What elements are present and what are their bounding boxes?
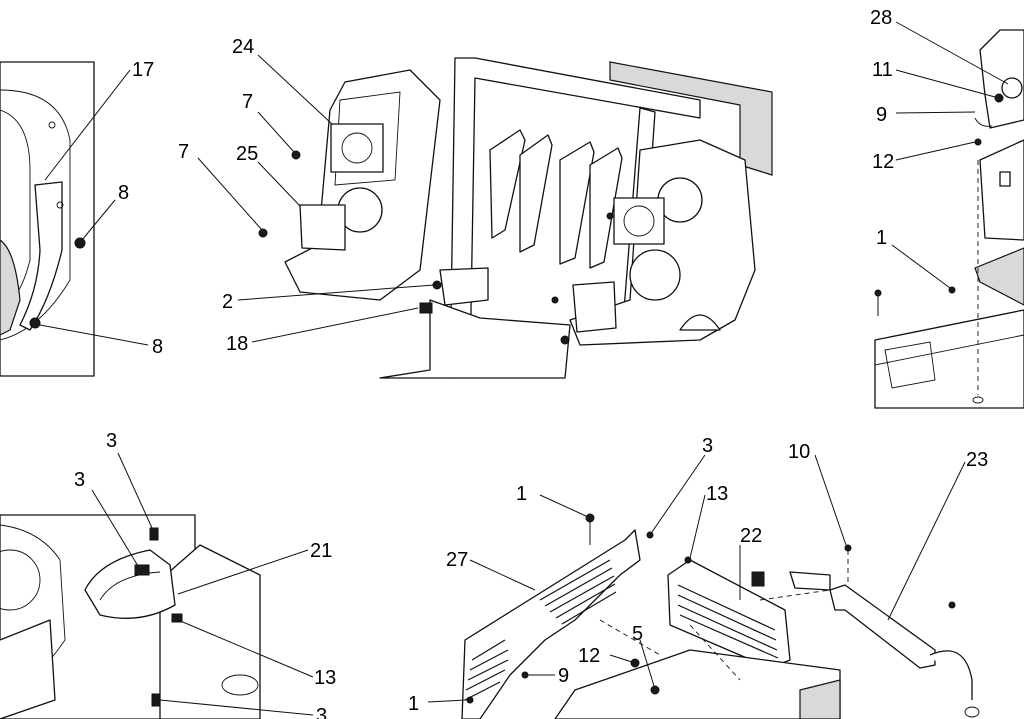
panel-bottom-left-view [0, 514, 261, 719]
clip-13-center [684, 556, 692, 564]
panel-top-left-view [0, 61, 95, 377]
callout-24: 24 [232, 36, 254, 58]
callout-3: 3 [74, 469, 85, 491]
callout-17: 17 [132, 59, 154, 81]
bolt-8-upper [74, 237, 86, 249]
clip-9 [974, 117, 993, 127]
clip-18 [419, 302, 433, 314]
callout-11: 11 [872, 59, 893, 81]
callout-13: 13 [706, 483, 728, 505]
callout-3: 3 [106, 430, 117, 452]
right-light-lens [613, 197, 665, 245]
callout-8: 8 [152, 336, 163, 358]
panel-top-center-view [258, 57, 773, 379]
lower-plate [379, 299, 571, 379]
panel-27-grille [464, 559, 617, 701]
callout-3: 3 [316, 705, 327, 719]
callout-1: 1 [516, 483, 527, 505]
battery-tray [874, 309, 1024, 409]
nut-12-lower [630, 658, 640, 668]
battery [979, 139, 1024, 241]
callout-5: 5 [632, 623, 643, 645]
callout-1: 1 [876, 227, 887, 249]
terminal-28 [1001, 77, 1023, 99]
side-panel-part-17 [19, 181, 63, 331]
callout-23: 23 [966, 449, 988, 471]
light-lens-24 [330, 123, 384, 173]
panel-top-right-view [874, 29, 1024, 409]
nut-7-lower [258, 228, 268, 238]
callout-25: 25 [236, 143, 258, 165]
bolt-1-lower [466, 696, 474, 704]
part-5 [650, 685, 660, 695]
bolt-1-upper [585, 513, 595, 523]
panel-bottom-center-view [461, 513, 980, 719]
grommet [751, 571, 765, 587]
callout-3: 3 [702, 435, 713, 457]
grille-22-mesh [677, 584, 779, 659]
callout-28: 28 [870, 7, 892, 29]
callout-12: 12 [872, 151, 894, 173]
base-frame [554, 649, 841, 719]
bolt-1-right [948, 286, 956, 294]
bolt-8-lower [29, 317, 41, 329]
bolt-3-left [134, 564, 150, 576]
bolt-3-bottom [151, 693, 161, 707]
bar-23 [829, 584, 936, 669]
bracket-21 [84, 549, 176, 619]
callout-12: 12 [578, 645, 600, 667]
bolt-part-2 [432, 280, 442, 290]
callout-13: 13 [314, 667, 336, 689]
bolt-3-top [149, 527, 159, 541]
cover-plate-25 [299, 204, 346, 251]
bolt-1-left [874, 289, 882, 297]
callout-7: 7 [178, 141, 189, 163]
nut-12 [974, 138, 982, 146]
callout-9: 9 [876, 104, 887, 126]
callout-1: 1 [408, 693, 419, 715]
callout-7: 7 [242, 91, 253, 113]
battery-mat [974, 247, 1024, 306]
callout-labels: 17 8 8 24 7 7 25 2 18 28 11 9 12 1 3 3 2… [74, 7, 988, 719]
leader-lines [39, 21, 1009, 716]
nut-3 [646, 531, 654, 539]
left-light-housing [284, 69, 441, 301]
nut-7-upper [291, 150, 301, 160]
clip-13 [171, 613, 183, 623]
battery-bracket [979, 29, 1024, 129]
clip-9-lower [521, 671, 529, 679]
callout-21: 21 [310, 540, 332, 562]
callout-27: 27 [446, 549, 468, 571]
callout-22: 22 [740, 525, 762, 547]
callout-18: 18 [226, 333, 248, 355]
callout-9: 9 [558, 665, 569, 687]
callout-8: 8 [118, 182, 129, 204]
washer-11 [994, 93, 1004, 103]
callout-10: 10 [788, 441, 810, 463]
callout-2: 2 [222, 291, 233, 313]
